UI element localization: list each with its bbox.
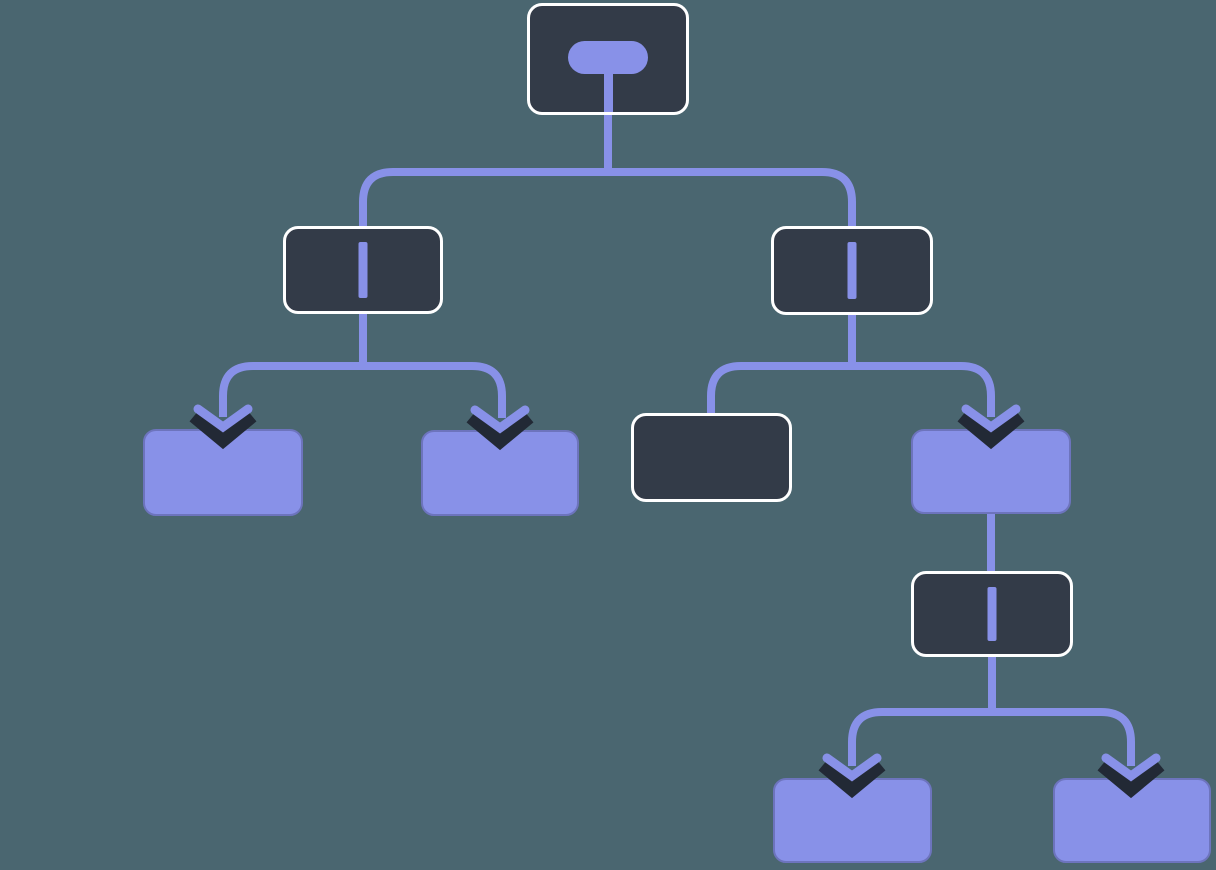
edge-lower-branch: [848, 708, 1135, 766]
root-pill-icon: [568, 41, 648, 74]
edge-right-branch: [707, 362, 995, 420]
tree-node-leaf-1[interactable]: [143, 429, 303, 516]
tree-node-leaf-3[interactable]: [773, 778, 932, 863]
tree-node-leaf-4[interactable]: [1053, 778, 1211, 863]
tree-node-branch-left[interactable]: [283, 226, 443, 314]
tree-node-dark-leaf[interactable]: [631, 413, 792, 502]
tree-node-mid-purple[interactable]: [911, 429, 1071, 514]
edge-left-branch: [219, 362, 506, 418]
pass-line-icon: [847, 242, 857, 299]
root-pill-stem: [603, 72, 613, 112]
tree-node-branch-right[interactable]: [771, 226, 933, 315]
tree-node-leaf-2[interactable]: [421, 430, 579, 516]
edge-top-branch: [359, 168, 856, 231]
tree-node-branch-lower[interactable]: [911, 571, 1073, 657]
pass-line-icon: [987, 587, 997, 641]
tree-node-root[interactable]: [527, 3, 689, 115]
pass-line-icon: [358, 242, 368, 298]
